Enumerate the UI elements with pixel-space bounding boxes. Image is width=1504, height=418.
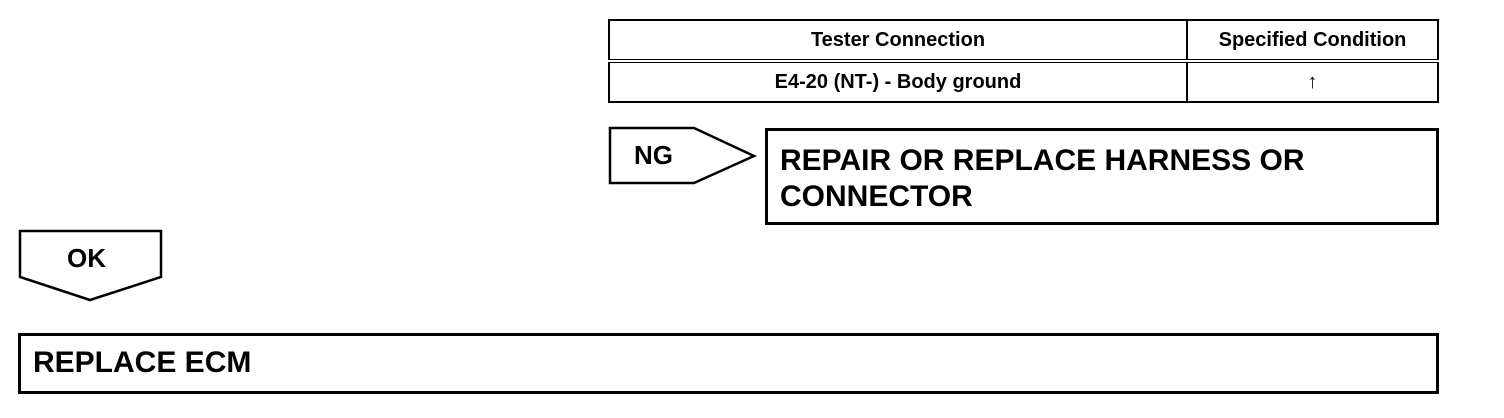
cell-tester-connection: E4-20 (NT-) - Body ground: [608, 59, 1188, 103]
tester-connection-table: Tester Connection Specified Condition E4…: [608, 19, 1439, 103]
ng-action-line-1: REPAIR OR REPLACE HARNESS OR: [780, 144, 1305, 177]
table-row: E4-20 (NT-) - Body ground ↑: [608, 59, 1439, 103]
ok-action-box: REPLACE ECM: [18, 333, 1439, 394]
ok-arrow-shape: [18, 229, 163, 302]
header-specified-condition: Specified Condition: [1186, 19, 1439, 62]
ok-action-text: REPLACE ECM: [33, 346, 252, 379]
ok-label: OK: [67, 243, 106, 273]
ng-action-line-2: CONNECTOR: [780, 180, 973, 213]
ng-arrow-shape: [608, 126, 758, 185]
ng-action-box: REPAIR OR REPLACE HARNESS OR CONNECTOR: [765, 128, 1439, 225]
ng-label: NG: [634, 140, 673, 170]
cell-specified-condition: ↑: [1186, 59, 1439, 103]
header-tester-connection: Tester Connection: [608, 19, 1188, 62]
table-header-row: Tester Connection Specified Condition: [608, 19, 1439, 62]
